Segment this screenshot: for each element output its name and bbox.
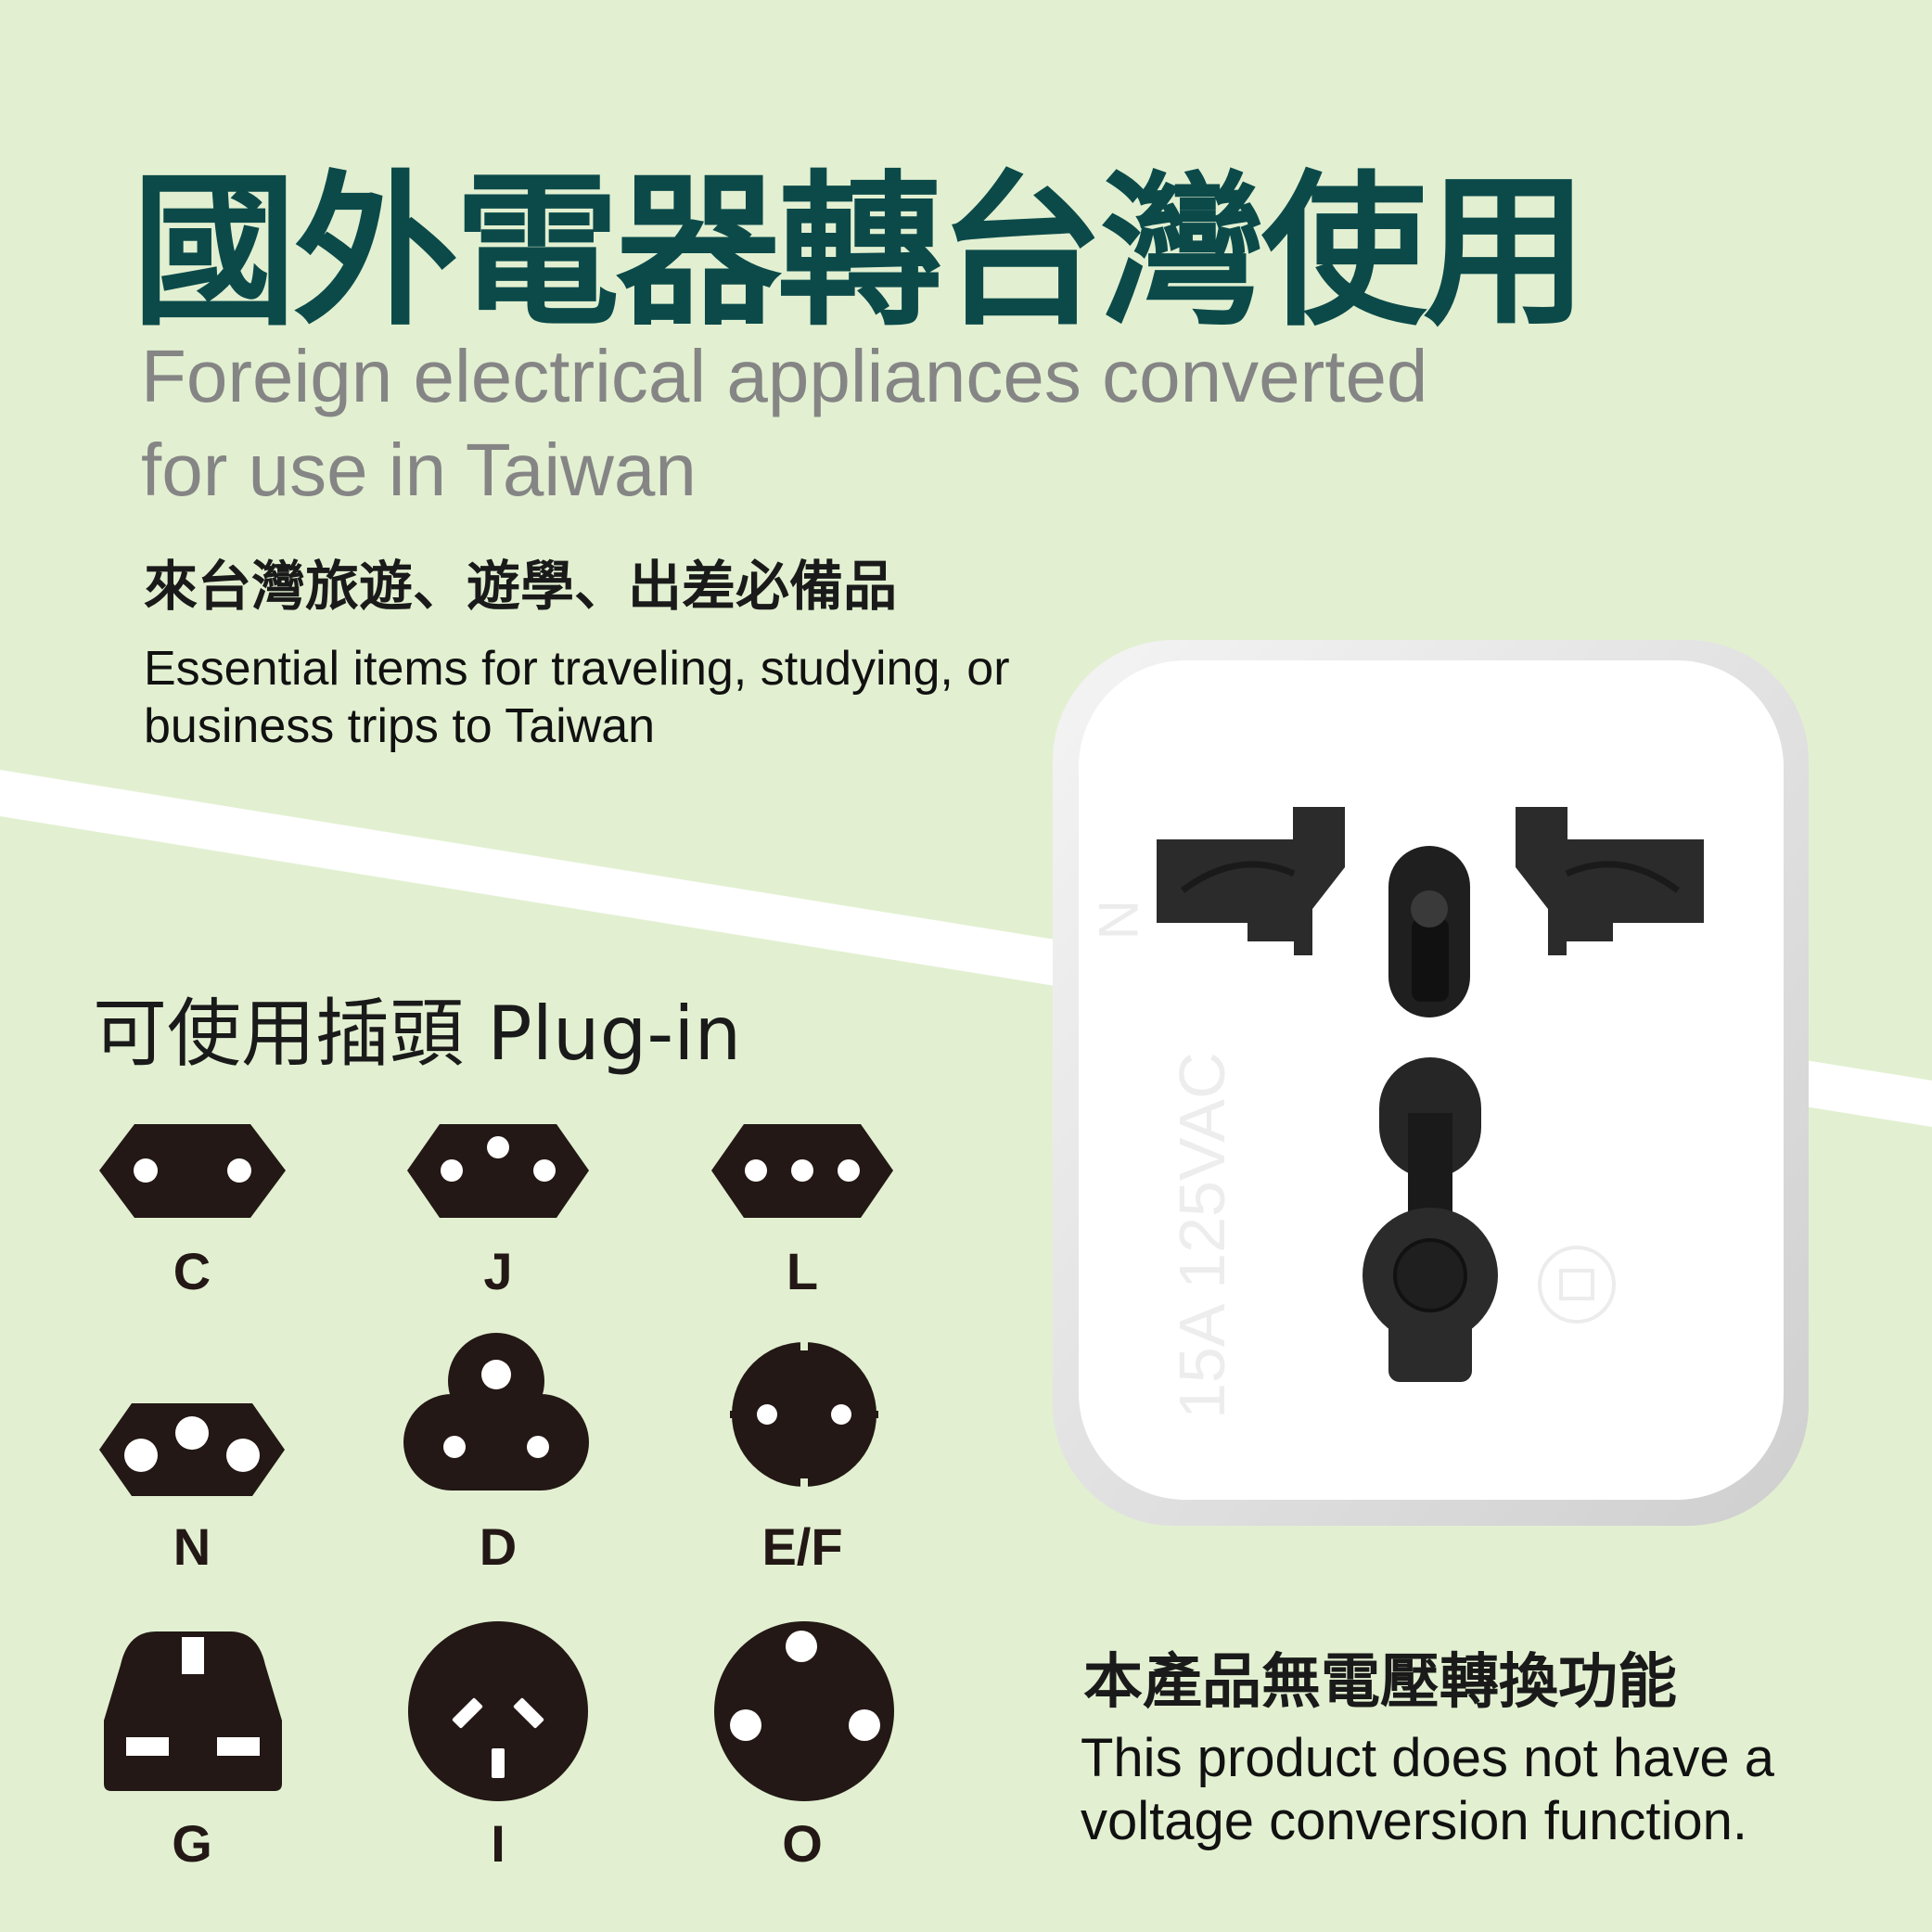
right-socket-slot <box>1516 807 1704 955</box>
voltage-note-chinese: 本產品無電壓轉換功能 <box>1083 1648 1677 1717</box>
plug-type-c-icon <box>99 1124 286 1218</box>
plug-label-d: D <box>479 1517 518 1576</box>
earth-socket-slot <box>1363 1057 1498 1382</box>
plug-type-ef-icon <box>730 1336 878 1493</box>
plug-label-l: L <box>786 1242 819 1300</box>
page-title: 國外電器轉台灣使用 <box>132 156 1588 348</box>
certification-mark-icon <box>1538 1246 1616 1324</box>
plug-label-i: I <box>491 1814 505 1873</box>
plug-label-c: C <box>173 1242 211 1300</box>
plug-label-o: O <box>782 1814 823 1873</box>
plug-type-d-icon <box>403 1333 589 1491</box>
plug-label-j: J <box>483 1242 513 1300</box>
adapter-n-mark: N <box>1087 900 1149 940</box>
plug-type-g-icon <box>104 1631 282 1791</box>
plug-type-n-icon <box>99 1403 285 1496</box>
plug-label-ef: E/F <box>761 1517 843 1576</box>
plug-type-l-icon <box>711 1124 893 1218</box>
universal-adapter-socket-image: N 15A 125VAC <box>1053 640 1809 1526</box>
center-round-slot <box>1388 846 1470 1017</box>
voltage-note-english: This product does not have a voltage con… <box>1081 1728 1775 1851</box>
plug-label-n: N <box>173 1517 211 1576</box>
adapter-rating-text: 15A 125VAC <box>1166 1052 1238 1419</box>
plug-type-i-icon <box>408 1621 588 1801</box>
tagline-chinese: 來台灣旅遊、遊學、出差必備品 <box>144 555 898 618</box>
tagline-english: Essential items for traveling, studying,… <box>144 642 1010 753</box>
plug-type-j-icon <box>407 1124 589 1218</box>
plug-types-heading: 可使用插頭 Plug-in <box>93 991 742 1077</box>
left-socket-slot <box>1157 807 1345 955</box>
plug-label-g: G <box>172 1814 212 1873</box>
plug-type-o-icon <box>714 1621 894 1801</box>
subtitle-english: Foreign electrical appliances converted … <box>141 335 1428 511</box>
